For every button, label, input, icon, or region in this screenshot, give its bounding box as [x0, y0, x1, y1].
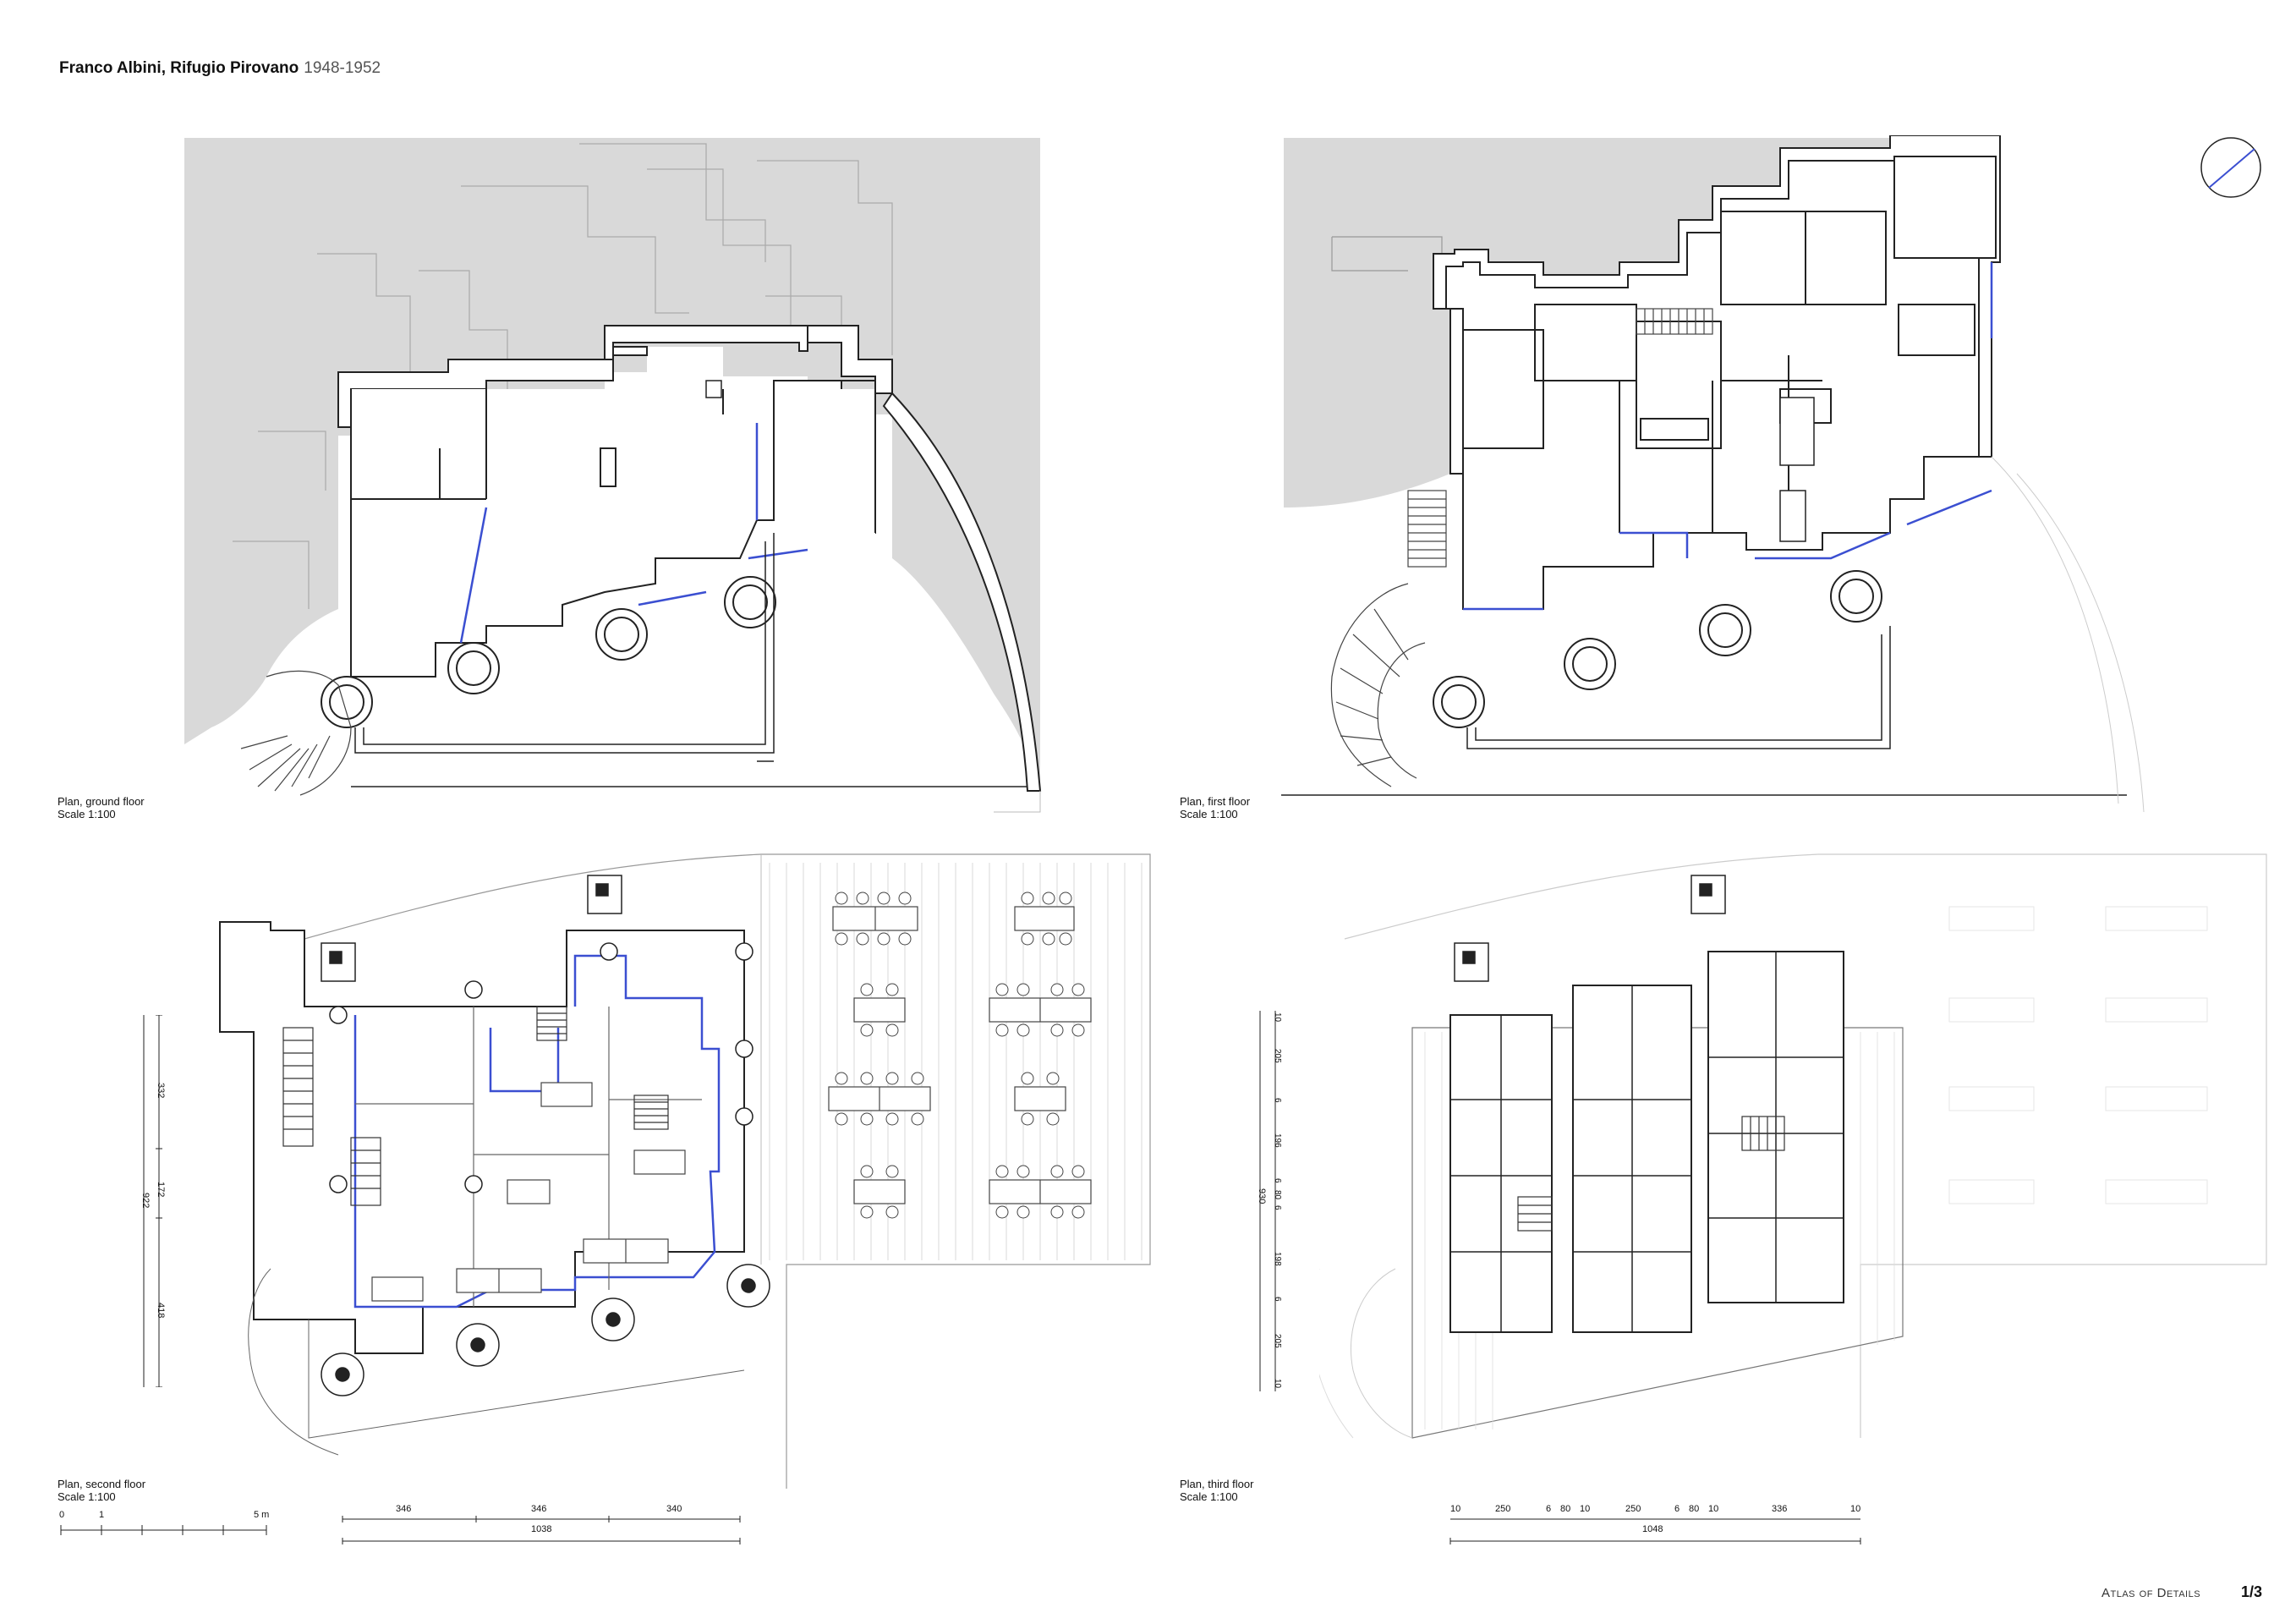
plan-second-floor-drawing [219, 853, 1151, 1489]
dim-v-b: 205 [1273, 1049, 1282, 1063]
dim-v-i: 6 [1273, 1297, 1282, 1302]
dim-h-total: 1048 [1642, 1524, 1663, 1534]
dim-h-a: 10 [1450, 1504, 1461, 1514]
dim-h-h: 80 [1689, 1504, 1700, 1514]
north-arrow-icon [2200, 137, 2261, 198]
dim-h-d: 80 [1560, 1504, 1571, 1514]
scale-bar: 0 1 5 m [59, 1510, 279, 1544]
caption-scale: Scale 1:100 [1180, 1490, 1238, 1503]
project-name: Franco Albini, Rifugio Pirovano [59, 59, 299, 77]
dim-h-f: 250 [1625, 1504, 1641, 1514]
project-years: 1948-1952 [304, 59, 381, 77]
third-floor-horizontal-dimension: 10 250 6 80 10 250 6 80 10 336 10 1048 [1446, 1504, 1869, 1546]
caption-ground-floor: Plan, ground floor Scale 1:100 [58, 795, 145, 820]
dim-v-g: 6 [1273, 1205, 1282, 1210]
second-floor-vertical-dimension: 332 172 418 922 [135, 1015, 169, 1387]
second-floor-horizontal-dimension: 346 346 340 1038 [338, 1504, 744, 1546]
dim-v-j: 205 [1273, 1334, 1282, 1348]
dim-h-b: 250 [1495, 1504, 1511, 1514]
dim-v-3: 418 [156, 1303, 166, 1319]
scale-label-1: 1 [99, 1510, 105, 1520]
dim-v-d: 196 [1273, 1133, 1282, 1148]
dim-v-1: 332 [156, 1083, 166, 1099]
dim-h-3: 340 [666, 1504, 682, 1514]
dim-h-j: 336 [1772, 1504, 1788, 1514]
dim-v-c: 6 [1273, 1098, 1282, 1103]
caption-scale: Scale 1:100 [58, 808, 116, 820]
dim-h-c: 6 [1546, 1504, 1552, 1514]
dim-h-k: 10 [1850, 1504, 1861, 1514]
page-title: Franco Albini, Rifugio Pirovano 1948-1952 [59, 59, 381, 78]
caption-first-floor: Plan, first floor Scale 1:100 [1180, 795, 1250, 820]
caption-third-floor: Plan, third floor Scale 1:100 [1180, 1478, 1253, 1503]
dim-h-i: 10 [1708, 1504, 1719, 1514]
dim-v-k: 10 [1273, 1379, 1282, 1389]
dim-h-total: 1038 [531, 1524, 552, 1534]
caption-second-floor: Plan, second floor Scale 1:100 [58, 1478, 145, 1503]
dim-v-e: 6 [1273, 1178, 1282, 1183]
scale-label-0: 0 [59, 1510, 65, 1520]
page-number: 1/3 [2241, 1583, 2263, 1600]
dim-h-2: 346 [531, 1504, 547, 1514]
caption-title: Plan, third floor [1180, 1478, 1254, 1490]
dim-h-1: 346 [396, 1504, 412, 1514]
dim-v-total: 922 [140, 1193, 151, 1209]
plan-third-floor-drawing [1319, 853, 2267, 1439]
third-floor-vertical-dimension: 10 205 6 196 6 80 6 198 6 205 10 930 [1252, 1011, 1285, 1391]
dim-v-total: 930 [1257, 1188, 1267, 1204]
dim-v-h: 198 [1273, 1252, 1282, 1266]
footer-brand: Atlas of Details [2101, 1586, 2201, 1600]
dim-h-e: 10 [1580, 1504, 1591, 1514]
dim-v-f: 80 [1273, 1190, 1282, 1200]
dim-v-2: 172 [156, 1182, 166, 1198]
caption-title: Plan, first floor [1180, 795, 1251, 808]
scale-label-5m: 5 m [254, 1510, 270, 1520]
plan-first-floor-drawing [1281, 135, 2145, 813]
dim-h-g: 6 [1674, 1504, 1680, 1514]
caption-scale: Scale 1:100 [58, 1490, 116, 1503]
caption-scale: Scale 1:100 [1180, 808, 1238, 820]
caption-title: Plan, second floor [58, 1478, 146, 1490]
dim-v-a: 10 [1273, 1012, 1282, 1023]
plan-ground-floor-drawing [184, 138, 1042, 813]
caption-title: Plan, ground floor [58, 795, 145, 808]
